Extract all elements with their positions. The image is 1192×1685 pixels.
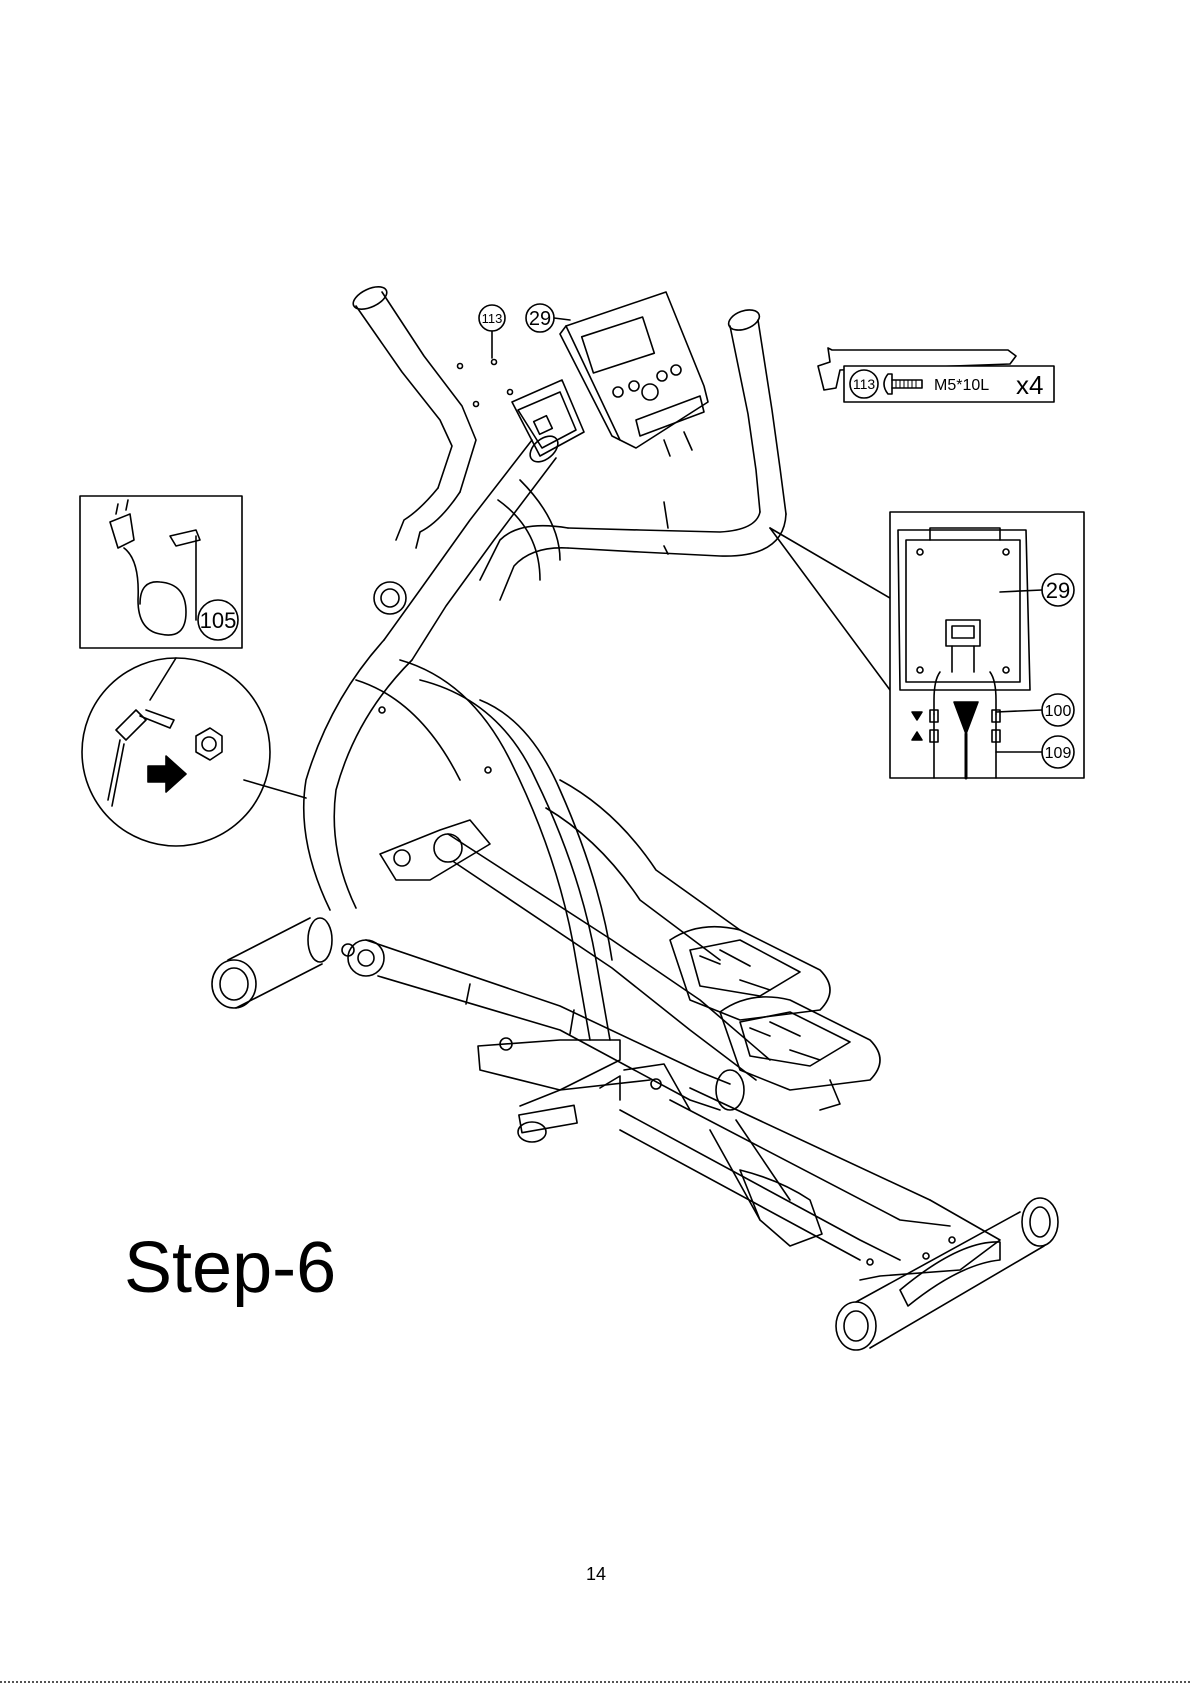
adapter-label-105: 105: [200, 608, 237, 633]
main-frame: [304, 640, 740, 1040]
wiring-detail-box: [770, 512, 1084, 778]
hardware-part-number: 113: [853, 376, 876, 392]
screw-markers: [458, 360, 513, 407]
bottom-dotted-border: [0, 1681, 1192, 1683]
console-bracket: [512, 380, 584, 456]
connection-detail-circle: [82, 658, 306, 846]
console-mast: [374, 431, 568, 660]
rear-stabilizer-left: [212, 918, 384, 1008]
base-rails: [478, 1038, 1058, 1350]
connector-arrow-icon: [148, 756, 186, 792]
console-unit: [560, 292, 708, 456]
callout-label-29-top: 29: [529, 308, 551, 330]
callout-label-113-top: 113: [482, 311, 503, 326]
right-handlebar: [568, 306, 786, 556]
hardware-quantity: x4: [1016, 370, 1043, 400]
left-handlebar: [350, 282, 476, 548]
detail-label-100: 100: [1045, 703, 1072, 720]
pedal-arm-right: [380, 820, 822, 1246]
pedal-arm-left: [366, 940, 744, 1110]
detail-label-29: 29: [1046, 578, 1070, 603]
step-title: Step-6: [124, 1232, 336, 1304]
hardware-spec: M5*10L: [934, 377, 989, 394]
page-number: 14: [0, 1564, 1192, 1585]
detail-label-109: 109: [1045, 745, 1072, 762]
